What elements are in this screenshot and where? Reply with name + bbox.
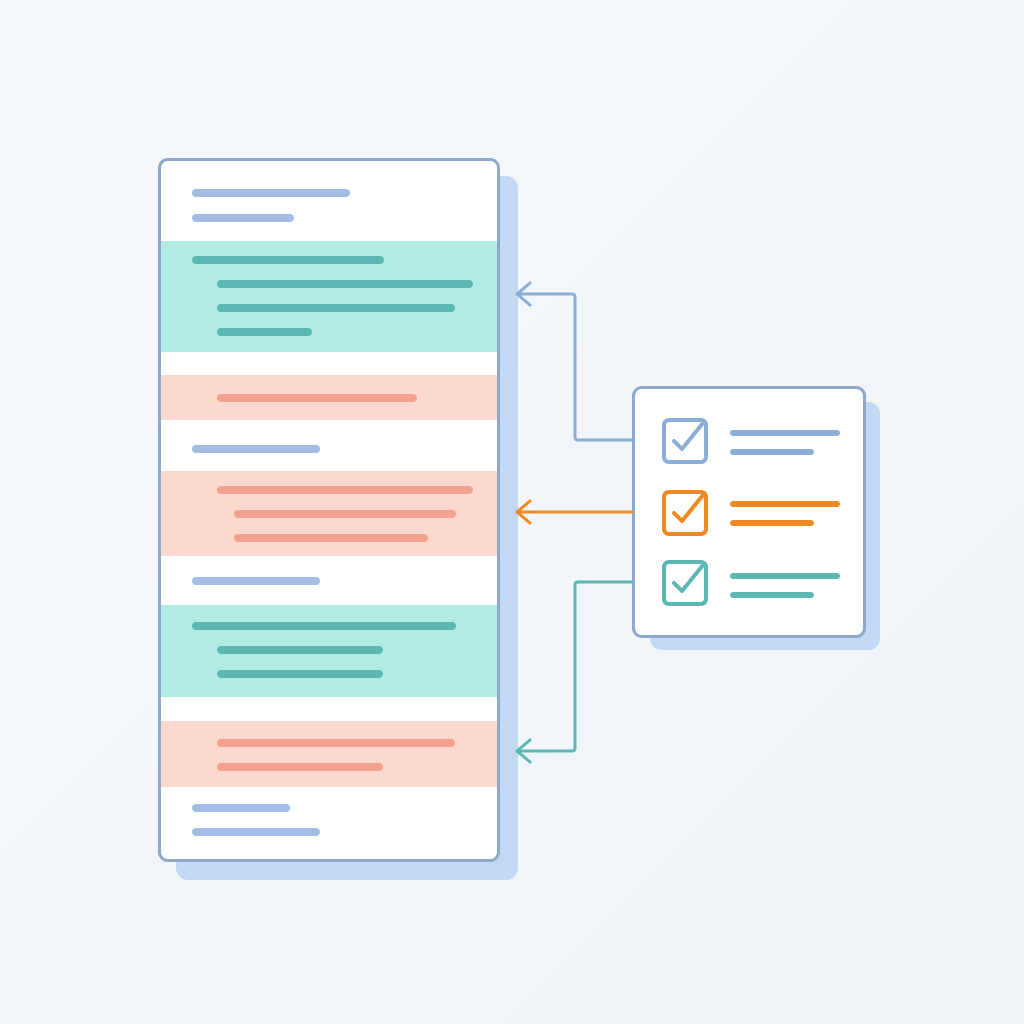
checklist-item-line [730,449,814,455]
connector-line-blue [516,292,634,442]
placeholder-line [192,622,456,630]
placeholder-line [192,577,320,585]
placeholder-line [217,304,455,312]
teal-section-2 [161,605,497,697]
coral-section-2 [161,471,497,556]
placeholder-line [217,763,383,771]
checklist-panel [632,386,866,638]
teal-section-1 [161,241,497,352]
checkbox-checked-icon[interactable] [661,489,709,537]
placeholder-line [192,828,320,836]
checklist-item-line [730,430,840,436]
plain-section-4 [161,793,497,859]
arrow-left-icon [515,281,532,307]
placeholder-line [192,214,294,222]
checklist-item-line [730,592,814,598]
coral-section-3 [161,721,497,787]
placeholder-line [217,486,473,494]
coral-section-1 [161,375,497,420]
placeholder-line [217,739,455,747]
placeholder-line [234,510,456,518]
placeholder-line [217,328,312,336]
checklist-item-line [730,501,840,507]
placeholder-line [234,534,428,542]
arrow-left-icon [515,738,532,764]
placeholder-line [192,189,350,197]
placeholder-line [192,256,384,264]
placeholder-line [192,445,320,453]
placeholder-line [217,646,383,654]
document-panel [158,158,500,862]
plain-section-2 [161,439,497,463]
checklist-item-line [730,573,840,579]
checkbox-checked-icon[interactable] [661,417,709,465]
checklist-item-line [730,520,814,526]
placeholder-line [217,280,473,288]
arrow-left-icon [515,499,532,525]
plain-section-1 [161,161,497,241]
checkbox-checked-icon[interactable] [661,559,709,607]
placeholder-line [217,394,417,402]
placeholder-line [192,804,290,812]
placeholder-line [217,670,383,678]
plain-section-3 [161,571,497,595]
connector-line-teal [516,580,634,753]
